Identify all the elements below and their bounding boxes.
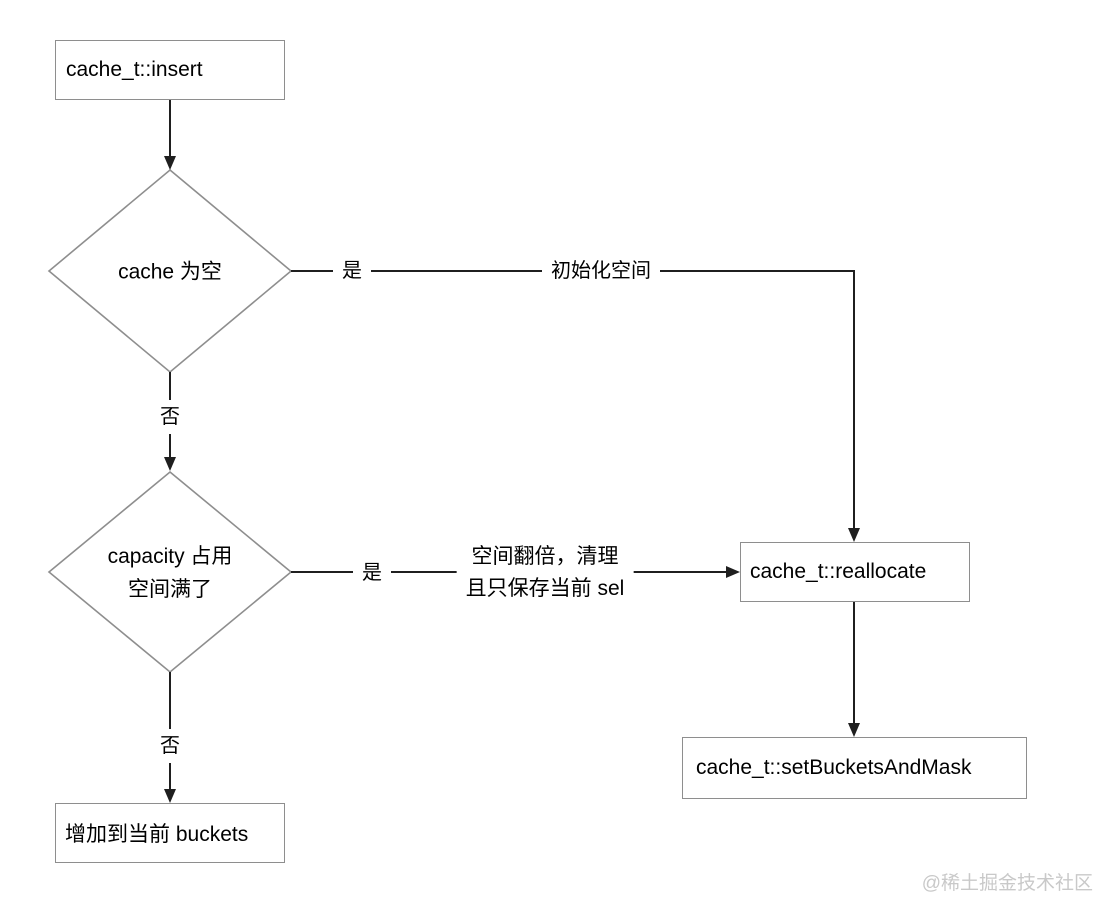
node-reallocate-label: cache_t::reallocate: [750, 560, 927, 583]
watermark-text: @稀土掘金技术社区: [921, 873, 1093, 894]
edge-label-resize-note: 空间翻倍，清理 且只保存当前 sel: [456, 540, 634, 606]
edge-cache-empty-yes-to-reallocate: [291, 270, 860, 542]
edge-label-resize-note-line2: 且只保存当前 sel: [465, 577, 625, 600]
node-insert: cache_t::insert: [55, 40, 285, 100]
edge-label-resize-note-line1: 空间翻倍，清理: [471, 545, 619, 568]
decision-cache-empty-label: cache 为空: [118, 260, 222, 284]
decision-capacity-full-label-line1: capacity 占用: [107, 545, 233, 568]
node-set-buckets-and-mask-label: cache_t::setBucketsAndMask: [696, 756, 972, 779]
edge-label-no-1: 否: [151, 400, 189, 434]
node-add-to-buckets: 增加到当前 buckets: [55, 803, 285, 863]
node-reallocate: cache_t::reallocate: [740, 542, 970, 602]
node-add-to-buckets-label: 增加到当前 buckets: [65, 823, 249, 846]
edge-label-yes-1: 是: [333, 254, 371, 288]
node-insert-label: cache_t::insert: [66, 58, 203, 81]
edge-label-no-2: 否: [151, 729, 189, 763]
decision-capacity-full-label: capacity 占用 空间满了: [108, 540, 233, 606]
node-set-buckets-and-mask: cache_t::setBucketsAndMask: [682, 737, 1027, 799]
edge-label-yes-2: 是: [353, 556, 391, 590]
decision-capacity-full-label-line2: 空间满了: [128, 578, 212, 601]
edge-label-init-space: 初始化空间: [542, 254, 660, 288]
